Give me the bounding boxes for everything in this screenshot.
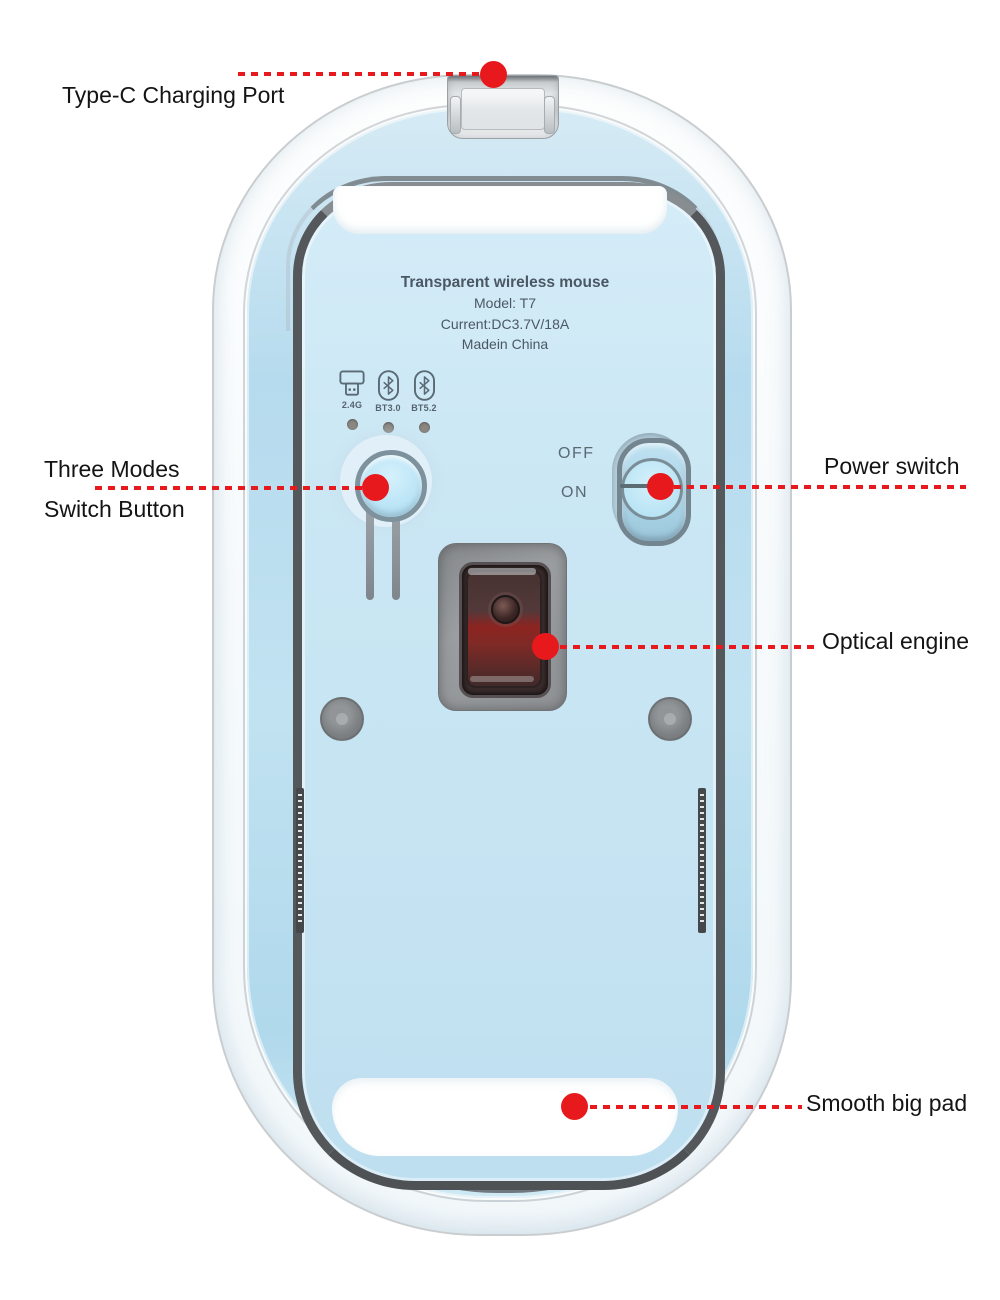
bluetooth-icon bbox=[413, 370, 435, 401]
mode-switch-prong-left bbox=[366, 508, 374, 600]
mode-2-4g: 2.4G bbox=[336, 370, 368, 433]
mode-bt30: BT3.0 bbox=[372, 370, 404, 433]
mode-switch-button bbox=[355, 450, 427, 522]
callout-pad-line bbox=[590, 1105, 802, 1109]
led-indicator bbox=[382, 422, 394, 433]
glide-pad-bottom bbox=[332, 1078, 678, 1156]
bluetooth-icon bbox=[377, 370, 399, 401]
callout-optical-label: Optical engine bbox=[822, 628, 970, 654]
callout-three-modes-line bbox=[95, 486, 365, 490]
callout-three-modes-label-1: Three Modes bbox=[44, 456, 180, 482]
screw-pin bbox=[664, 713, 676, 725]
callout-three-modes-marker bbox=[362, 474, 389, 501]
port-clip-right bbox=[544, 96, 555, 134]
callout-pad-marker bbox=[561, 1093, 588, 1120]
screw-left bbox=[320, 697, 364, 741]
optical-lens-icon bbox=[491, 595, 520, 624]
callout-power-label: Power switch bbox=[824, 453, 960, 479]
product-model: Model: T7 bbox=[474, 295, 536, 311]
power-on-label: ON bbox=[561, 484, 588, 501]
panel-print-block: Transparent wireless mouse Model: T7 Cur… bbox=[355, 273, 655, 355]
usb-receiver-icon bbox=[339, 370, 365, 396]
screw-pin bbox=[336, 713, 348, 725]
power-off-label: OFF bbox=[558, 445, 595, 462]
mode-label: 2.4G bbox=[341, 400, 363, 410]
callout-type-c-marker bbox=[480, 61, 507, 88]
engine-highlight-bottom bbox=[470, 676, 534, 682]
serial-microtext-right bbox=[698, 788, 706, 933]
mode-bt52: BT5.2 bbox=[408, 370, 440, 433]
callout-three-modes-label-2: Switch Button bbox=[44, 496, 185, 522]
mode-switch-prong-right bbox=[392, 508, 400, 600]
led-indicator bbox=[346, 419, 358, 430]
callout-type-c-line bbox=[238, 72, 484, 76]
callout-power-line bbox=[674, 485, 966, 489]
power-switch-lever bbox=[620, 484, 662, 488]
serial-microtext-left bbox=[296, 788, 304, 933]
callout-optical-marker bbox=[532, 633, 559, 660]
microtext-ticks bbox=[298, 794, 302, 926]
product-title: Transparent wireless mouse bbox=[400, 274, 610, 291]
mode-label: BT3.0 bbox=[375, 403, 401, 413]
port-clip-left bbox=[450, 96, 461, 134]
screw-right bbox=[648, 697, 692, 741]
optical-engine-window bbox=[466, 570, 542, 688]
microtext-ticks bbox=[700, 794, 704, 926]
glide-pad-top bbox=[333, 186, 667, 234]
led-indicator bbox=[418, 422, 430, 433]
product-origin: Madein China bbox=[461, 336, 549, 352]
engine-highlight-top bbox=[468, 568, 536, 575]
mode-label: BT5.2 bbox=[411, 403, 437, 413]
product-current: Current:DC3.7V/18A bbox=[440, 315, 570, 332]
callout-pad-label: Smooth big pad bbox=[806, 1090, 968, 1116]
type-c-port-inner bbox=[461, 88, 545, 130]
connection-modes-row: 2.4G BT3.0 BT5.2 bbox=[336, 370, 440, 433]
callout-optical-line bbox=[560, 645, 820, 649]
callout-power-marker bbox=[647, 473, 674, 500]
callout-type-c-label: Type-C Charging Port bbox=[62, 82, 285, 108]
